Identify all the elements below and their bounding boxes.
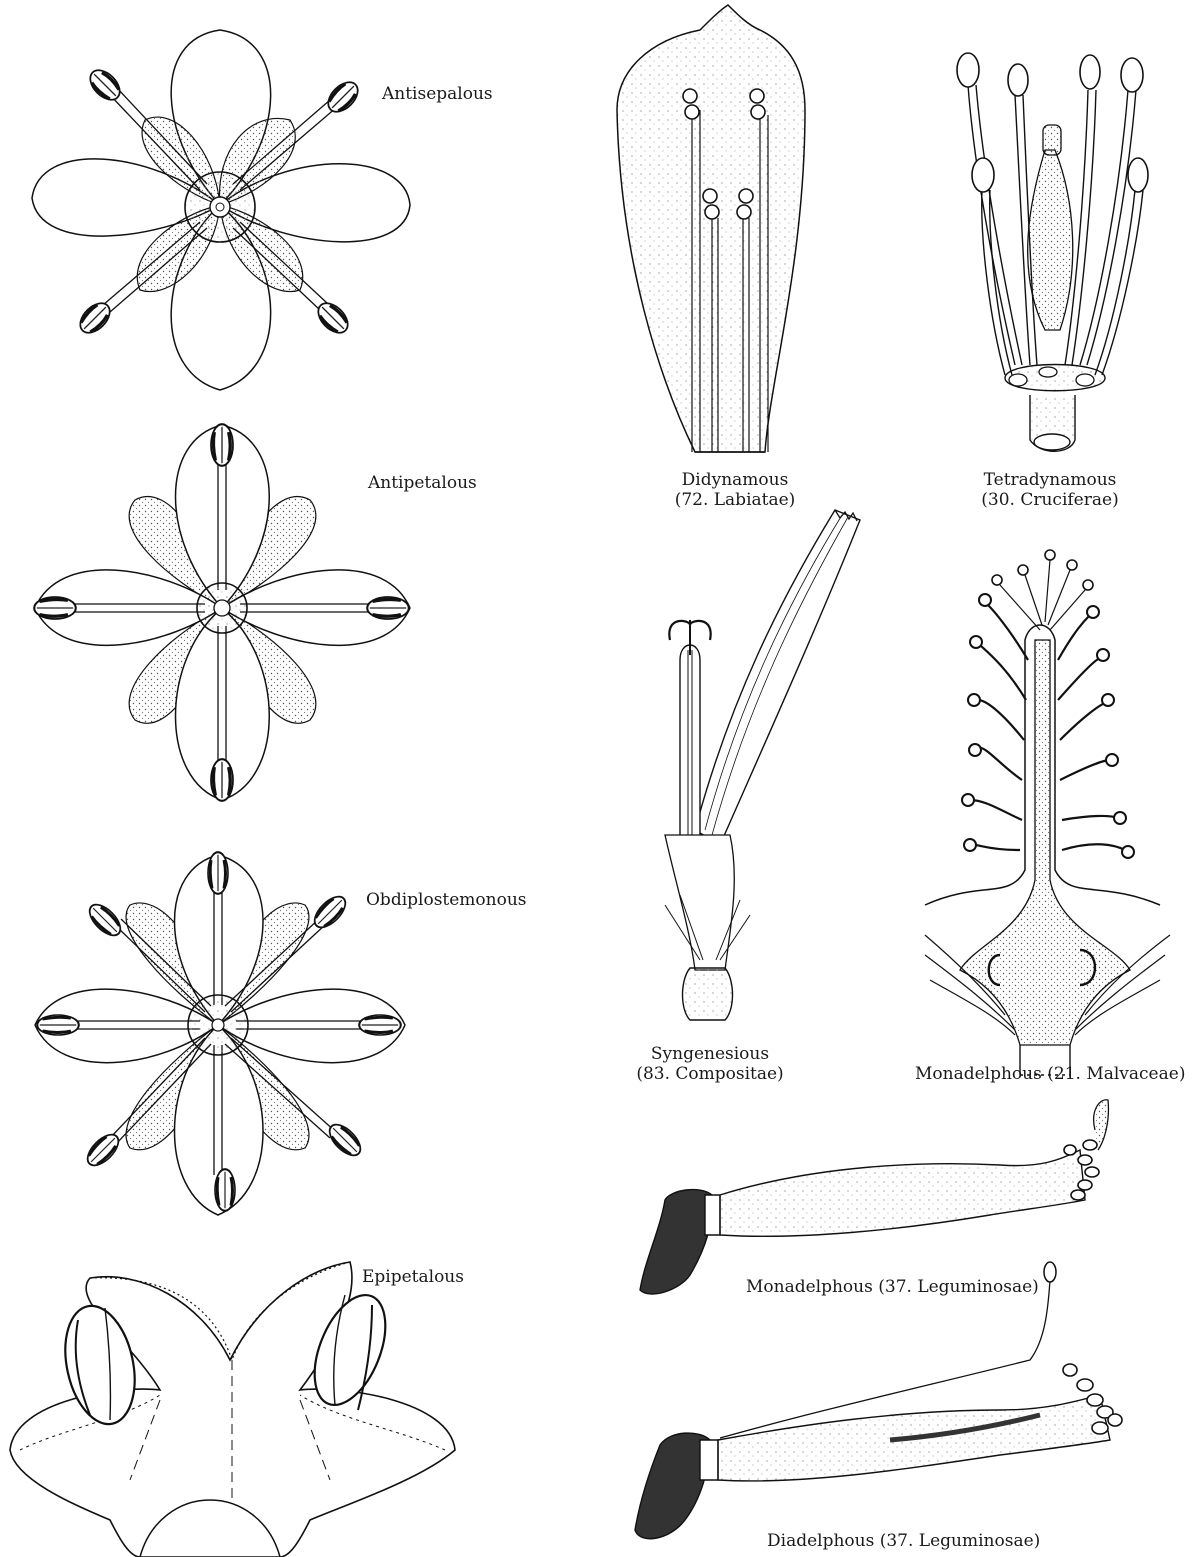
didynamous-label: Didynamous (72. Labiatae) <box>640 470 830 510</box>
tetradynamous-label-family: (30. Cruciferae) <box>955 490 1145 510</box>
tetradynamous-label-name: Tetradynamous <box>955 470 1145 490</box>
obdiplostemonous-label: Obdiplostemonous <box>366 890 527 910</box>
antisepalous-flower-diagram <box>32 30 410 390</box>
epipetalous-corolla-diagram <box>10 1262 455 1557</box>
antipetalous-label: Antipetalous <box>368 473 477 493</box>
antisepalous-label: Antisepalous <box>382 84 493 104</box>
monadelphous-malvaceae-diagram <box>925 550 1170 1075</box>
diadelphous-leguminosae-label: Diadelphous (37. Leguminosae) <box>767 1531 1040 1551</box>
didynamous-stamen-diagram <box>617 5 805 452</box>
didynamous-label-name: Didynamous <box>640 470 830 490</box>
syngenesious-label: Syngenesious (83. Compositae) <box>615 1044 805 1084</box>
monadelphous-leguminosae-diagram <box>640 1100 1108 1294</box>
diadelphous-leguminosae-diagram <box>635 1262 1122 1539</box>
didynamous-label-family: (72. Labiatae) <box>640 490 830 510</box>
antipetalous-flower-diagram <box>34 424 410 801</box>
tetradynamous-label: Tetradynamous (30. Cruciferae) <box>955 470 1145 510</box>
syngenesious-label-name: Syngenesious <box>615 1044 805 1064</box>
obdiplostemonous-flower-diagram <box>35 852 405 1215</box>
epipetalous-label: Epipetalous <box>362 1267 464 1287</box>
monadelphous-malvaceae-label: Monadelphous (21. Malvaceae) <box>915 1064 1185 1084</box>
tetradynamous-stamen-diagram <box>957 53 1148 451</box>
monadelphous-leguminosae-label: Monadelphous (37. Leguminosae) <box>746 1277 1039 1297</box>
syngenesious-label-family: (83. Compositae) <box>615 1064 805 1084</box>
syngenesious-stamen-diagram <box>665 510 860 1020</box>
